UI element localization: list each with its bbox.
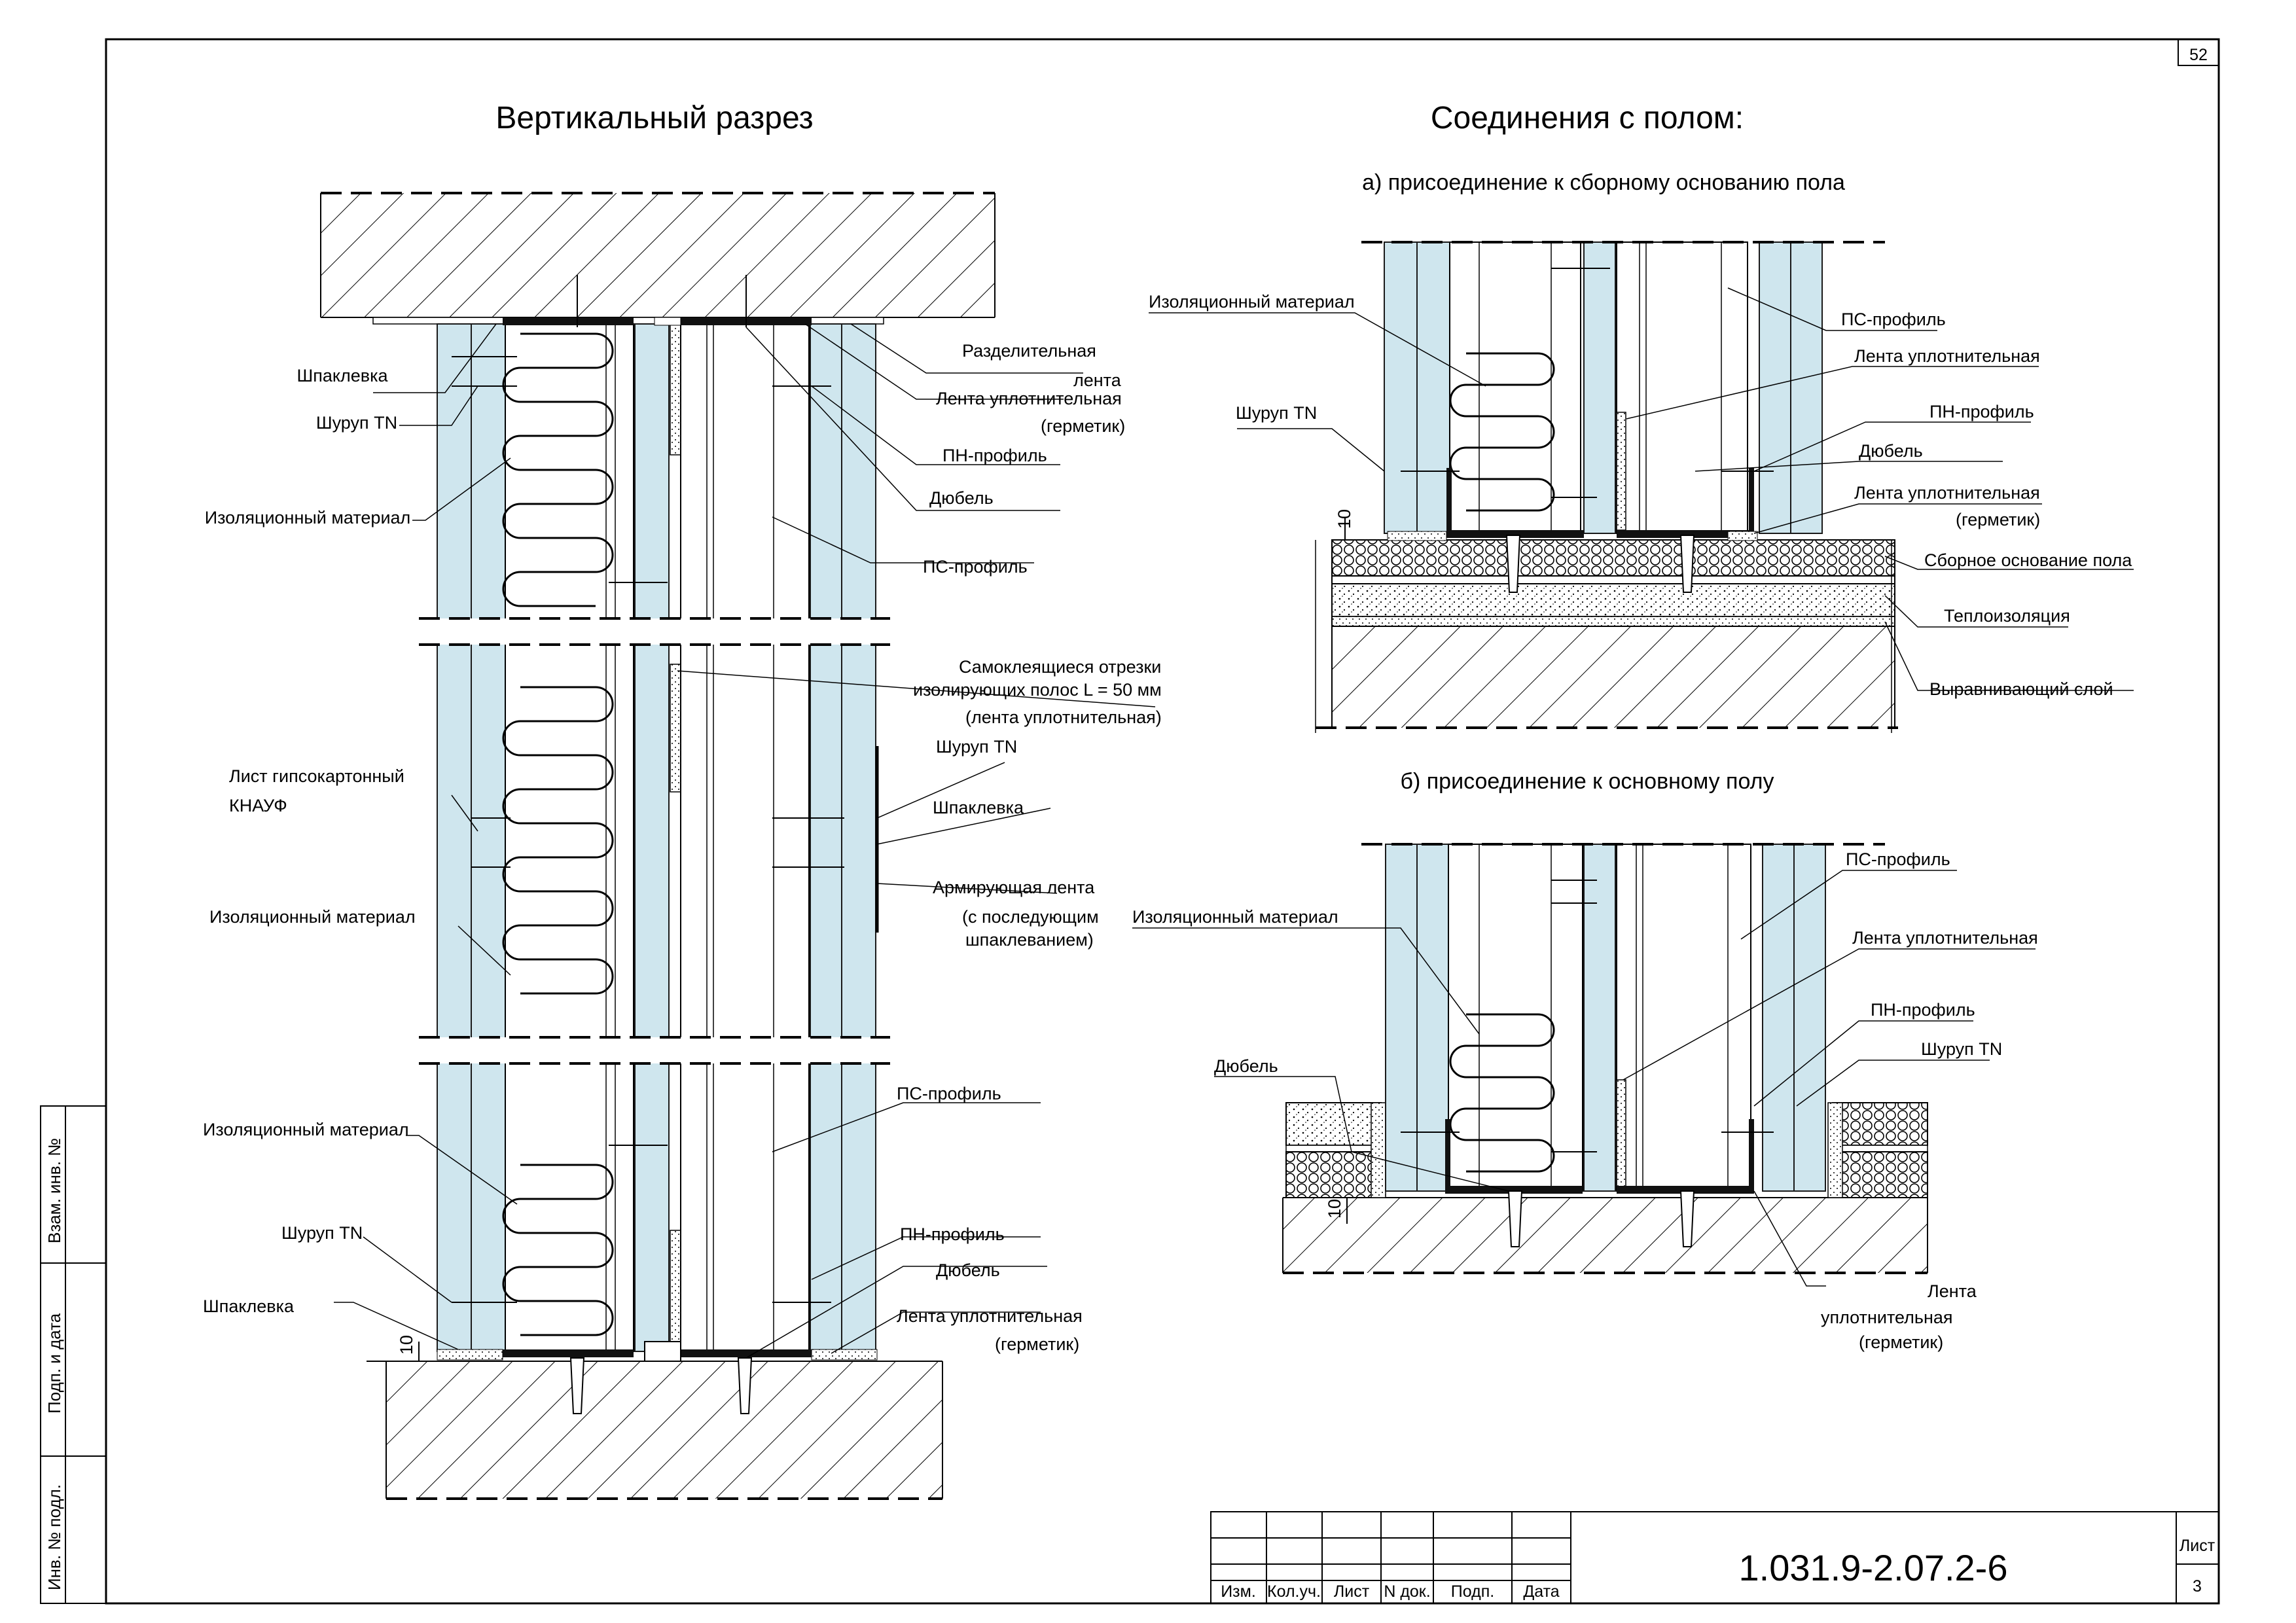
side-stamp: Взам. инв. № Подп. и дата Инв. № подл.	[40, 1105, 107, 1604]
a-label-shurup: Шуруп TN	[1236, 403, 1317, 423]
a-label-germetik: (герметик)	[1956, 510, 2040, 529]
a-label-pn: ПН-профиль	[1929, 402, 2034, 421]
label-izol-2: Изоляционный материал	[209, 907, 416, 927]
vertical-section-drawing	[320, 192, 996, 1500]
label-arm-1: Армирующая лента	[933, 878, 1095, 897]
label-samoklei-2: изолирующих полос L = 50 мм	[913, 680, 1162, 700]
label-lenta-upl-2: Лента уплотнительная	[897, 1306, 1083, 1326]
side-podp: Подп. и дата	[45, 1313, 64, 1414]
b-label-lenta-3: (герметик)	[1859, 1332, 1943, 1352]
label-arm-3: шпаклеванием)	[965, 930, 1094, 950]
stamp-col-koluch: Кол.уч.	[1267, 1582, 1321, 1601]
a-label-sbornoe: Сборное основание пола	[1924, 550, 2132, 570]
label-izol-1: Изоляционный материал	[205, 508, 411, 527]
side-vzam: Взам. инв. №	[45, 1138, 64, 1243]
stamp-list-label: Лист	[2179, 1537, 2215, 1555]
label-samoklei-1: Самоклеящиеся отрезки	[959, 657, 1161, 677]
label-gkl-2: КНАУФ	[229, 796, 287, 815]
a-label-ps: ПС-профиль	[1841, 310, 1946, 329]
detail-b-leaders	[1132, 870, 2036, 1287]
a-label-lenta: Лента уплотнительная	[1854, 346, 2040, 366]
label-pn-profil: ПН-профиль	[942, 446, 1047, 465]
label-germetik-2: (герметик)	[995, 1334, 1079, 1354]
label-izol-3: Изоляционный материал	[203, 1120, 409, 1139]
label-shpaklevka-3: Шпаклевка	[203, 1296, 295, 1316]
label-razdel-2: лента	[1073, 370, 1122, 390]
a-label-vyravn: Выравнивающий слой	[1929, 679, 2113, 699]
label-ps-profil-2: ПС-профиль	[897, 1084, 1001, 1103]
label-shpaklevka-1: Шпаклевка	[296, 366, 388, 385]
b-label-shurup: Шуруп TN	[1921, 1039, 2002, 1059]
a-dim-10: 10	[1335, 509, 1354, 529]
stamp-col-list: Лист	[1334, 1582, 1370, 1601]
side-inv: Инв. № подл.	[45, 1484, 64, 1590]
title-vertical-section: Вертикальный разрез	[495, 101, 813, 135]
detail-b-drawing	[1282, 843, 1928, 1274]
label-shurup-1: Шуруп TN	[316, 413, 397, 433]
detail-a-drawing	[1315, 241, 1898, 733]
label-arm-2: (с последующим	[962, 907, 1099, 927]
stamp-col-podp: Подп.	[1451, 1582, 1494, 1601]
b-label-ps: ПС-профиль	[1846, 849, 1950, 869]
b-label-lenta-2: уплотнительная	[1821, 1308, 1953, 1327]
stamp-col-izm: Изм.	[1221, 1582, 1256, 1601]
a-label-teplo: Теплоизоляция	[1944, 606, 2070, 626]
label-razdel-1: Разделительная	[962, 341, 1096, 361]
label-ps-profil: ПС-профиль	[923, 557, 1028, 577]
stamp-col-data: Дата	[1523, 1582, 1559, 1601]
b-label-dubel: Дюбель	[1214, 1056, 1278, 1076]
b-dim-10: 10	[1325, 1199, 1344, 1219]
document-code: 1.031.9-2.07.2-6	[1739, 1547, 2008, 1588]
label-shurup-3: Шуруп TN	[281, 1223, 363, 1243]
title-block	[1210, 1511, 2219, 1604]
label-shurup-2: Шуруп TN	[936, 737, 1017, 757]
detail-a-leaders	[1149, 287, 2134, 691]
label-samoklei-3: (лента уплотнительная)	[965, 707, 1162, 727]
stamp-list-number: 3	[2193, 1577, 2202, 1596]
a-label-lenta-2: Лента уплотнительная	[1854, 483, 2040, 503]
subtitle-a: а) присоединение к сборному основанию по…	[1362, 170, 1845, 195]
dim-10-left: 10	[397, 1335, 416, 1355]
stamp-col-ndok: N док.	[1384, 1582, 1430, 1601]
b-label-lenta: Лента уплотнительная	[1852, 928, 2038, 948]
label-gkl-1: Лист гипсокартонный	[229, 766, 404, 786]
a-label-dubel: Дюбель	[1859, 441, 1923, 461]
sheet-frame: 52	[105, 38, 2220, 1605]
a-label-izol: Изоляционный материал	[1149, 292, 1355, 312]
label-dubel-2: Дюбель	[936, 1260, 1000, 1280]
label-germetik: (герметик)	[1041, 416, 1125, 436]
page-number: 52	[2189, 46, 2208, 64]
subtitle-b: б) присоединение к основному полу	[1401, 769, 1774, 794]
label-dubel: Дюбель	[929, 488, 994, 508]
label-pn-profil-2: ПН-профиль	[900, 1224, 1005, 1244]
title-floor-connections: Соединения с полом:	[1431, 101, 1744, 135]
label-shpaklevka-2: Шпаклевка	[933, 798, 1024, 817]
b-label-izol: Изоляционный материал	[1132, 907, 1338, 927]
b-label-pn: ПН-профиль	[1871, 1000, 1975, 1020]
left-leaders	[334, 323, 1156, 1359]
b-label-lenta-1: Лента	[1928, 1281, 1977, 1301]
label-lenta-upl: Лента уплотнительная	[936, 389, 1122, 408]
